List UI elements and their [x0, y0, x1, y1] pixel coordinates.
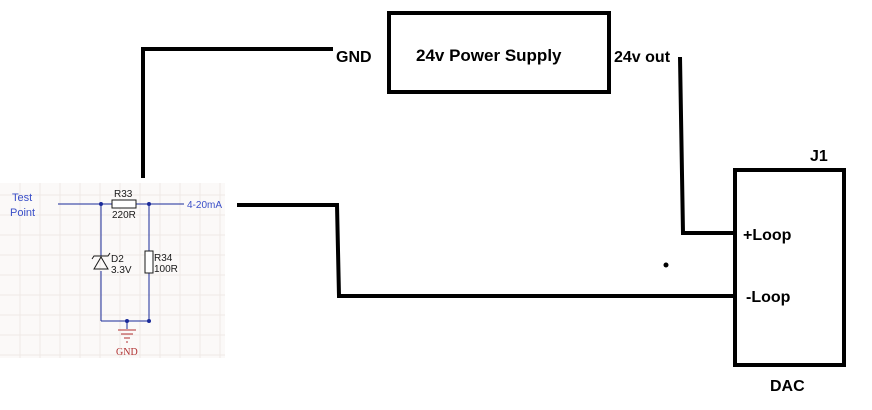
schematic-grid — [0, 183, 225, 358]
schematic-wires — [58, 203, 184, 329]
dac-box — [733, 168, 846, 367]
wire-4-20ma-to-minus-loop — [237, 203, 735, 298]
power-supply-title: 24v Power Supply — [416, 46, 562, 65]
stray-dot — [663, 262, 669, 268]
power-supply-box — [387, 11, 611, 94]
ground-icon — [118, 329, 136, 343]
wire-gnd-to-schematic — [141, 47, 333, 178]
d2-zener-diode-icon — [91, 252, 111, 270]
d2-ref: D2 — [111, 254, 124, 265]
current-label: 4-20mA — [187, 200, 222, 211]
power-supply-out-label: 24v out — [614, 49, 671, 66]
dac-plus-loop-label: +Loop — [743, 227, 792, 244]
power-supply-gnd-label: GND — [336, 49, 372, 66]
junction-dots — [99, 202, 151, 323]
test-point-label-line2: Point — [10, 207, 35, 219]
d2-value: 3.3V — [111, 265, 132, 276]
r33-ref: R33 — [114, 189, 133, 200]
r33-resistor — [111, 199, 137, 209]
r34-resistor — [144, 250, 154, 274]
dac-designator: J1 — [810, 148, 828, 165]
r34-value: 100R — [154, 264, 178, 275]
dac-name: DAC — [770, 378, 805, 395]
ground-label: GND — [116, 347, 138, 358]
r33-value: 220R — [112, 210, 136, 221]
thick-wires — [141, 47, 735, 298]
dac-minus-loop-label: -Loop — [746, 289, 791, 306]
wire-24v-to-plus-loop — [678, 56, 735, 235]
test-point-label-line1: Test — [12, 192, 32, 204]
r34-ref: R34 — [154, 253, 173, 264]
